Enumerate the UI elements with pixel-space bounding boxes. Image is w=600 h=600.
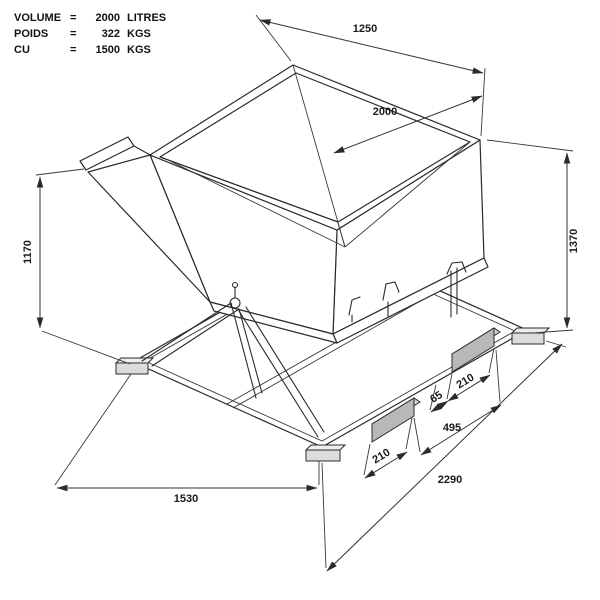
- a-frame-leg: [141, 302, 232, 362]
- interior-seams: [163, 64, 471, 248]
- spec-number: 1500: [95, 44, 120, 56]
- dim-overall-height: 1370: [486, 139, 580, 334]
- a-frame-leg: [230, 302, 257, 399]
- tipping-frame: [141, 281, 325, 438]
- latch-hook: [348, 296, 361, 316]
- spec-equals: =: [70, 44, 77, 56]
- dim-skip-height: 1170: [22, 168, 131, 365]
- dim-base-diagonal: 2290: [321, 340, 567, 572]
- dim-overall-height-label: 1370: [568, 229, 580, 253]
- spec-equals: =: [70, 28, 77, 40]
- spec-label: CU: [14, 44, 30, 56]
- dim-pocket-spacing: 495: [413, 349, 502, 456]
- spec-unit: KGS: [127, 28, 151, 40]
- spec-row-poids: POIDS = 322 KGS: [14, 26, 166, 42]
- foot-front: [305, 449, 341, 462]
- dim-top-width-label: 1250: [353, 23, 377, 35]
- bottom-runner-front: [209, 301, 338, 344]
- frame-brace: [245, 306, 325, 433]
- latch-hooks: [348, 261, 467, 323]
- dimensions: 1250 2000 1370 1170: [22, 14, 580, 572]
- foot-right: [510, 327, 551, 345]
- spec-table: VOLUME = 2000 LITRES POIDS = 322 KGS CU …: [14, 10, 166, 58]
- dim-base-diagonal-label: 2290: [438, 474, 462, 486]
- spec-number: 2000: [95, 12, 120, 24]
- foot-front: [511, 332, 545, 345]
- skip-chute-panel: [87, 154, 211, 303]
- spec-label: VOLUME: [14, 12, 62, 24]
- dim-pocket-a-width-label: 210: [454, 372, 476, 392]
- dim-pocket-spacing-label: 495: [443, 422, 461, 434]
- foot-top: [304, 444, 347, 451]
- foot-front-corner: [304, 444, 347, 462]
- skip-lip-flap: [79, 136, 135, 171]
- spec-equals: =: [70, 12, 77, 24]
- spec-row-volume: VOLUME = 2000 LITRES: [14, 10, 166, 26]
- a-frame-leg: [151, 308, 240, 367]
- foot-front: [115, 362, 149, 375]
- spec-unit: LITRES: [127, 12, 167, 24]
- dim-pocket-gap-label: 65: [428, 389, 445, 406]
- frame-brace: [238, 310, 319, 438]
- spec-number: 322: [101, 28, 120, 40]
- dim-inner-length: 2000: [333, 95, 483, 154]
- dim-base-width: 1530: [54, 373, 320, 505]
- spec-label: POIDS: [14, 28, 49, 40]
- latch-hook: [382, 281, 400, 301]
- spec-row-cu: CU = 1500 KGS: [14, 42, 166, 58]
- pivot-cap: [231, 281, 239, 289]
- latch-hook: [446, 261, 467, 275]
- lip-edge-line: [133, 145, 153, 157]
- dim-inner-length-label: 2000: [373, 106, 397, 118]
- dim-pocket-gap: 65: [428, 384, 449, 413]
- dim-base-width-label: 1530: [174, 493, 198, 505]
- dim-skip-height-label: 1170: [22, 240, 34, 264]
- skip-body: [79, 64, 489, 344]
- a-frame-leg: [238, 308, 263, 394]
- spec-unit: KGS: [127, 44, 151, 56]
